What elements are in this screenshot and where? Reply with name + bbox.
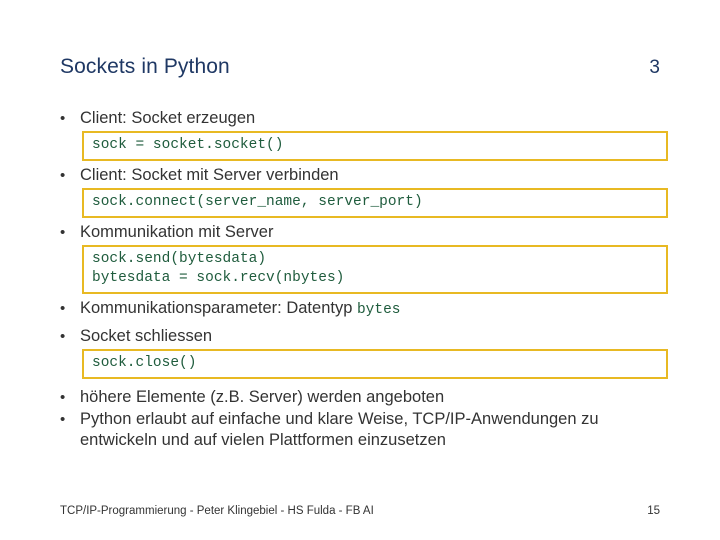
bullet-marker: • bbox=[60, 224, 66, 241]
list-item-label: Socket schliessen bbox=[80, 327, 213, 345]
page-title: Sockets in Python bbox=[60, 55, 230, 78]
list-item-label: Python erlaubt auf einfache und klare We… bbox=[80, 410, 599, 449]
code-line: sock.close() bbox=[92, 355, 197, 371]
list-item-label: Client: Socket erzeugen bbox=[80, 109, 256, 127]
footer-page-number: 15 bbox=[647, 505, 660, 517]
bullet-marker: • bbox=[60, 328, 66, 345]
code-line: sock.send(bytesdata) bbox=[92, 251, 267, 267]
list-item: • Socket schliessen bbox=[60, 326, 670, 347]
bullet-marker: • bbox=[60, 411, 66, 428]
list-item: • Kommunikation mit Server bbox=[60, 222, 670, 243]
inline-code: bytes bbox=[356, 302, 401, 318]
footer-text: TCP/IP-Programmierung - Peter Klingebiel… bbox=[60, 505, 374, 517]
code-block: sock.close() bbox=[82, 349, 668, 379]
list-item: • Kommunikationsparameter: Datentyp byte… bbox=[60, 298, 670, 321]
title-row: Sockets in Python 3 bbox=[60, 55, 660, 79]
list-item-label: höhere Elemente (z.B. Server) werden ang… bbox=[80, 388, 445, 406]
bullet-marker: • bbox=[60, 167, 66, 184]
code-block: sock = socket.socket() bbox=[82, 131, 668, 161]
list-item-text: Kommunikationsparameter: Datentyp bbox=[80, 299, 357, 317]
list-item-label: Kommunikation mit Server bbox=[80, 223, 274, 241]
list-item-label: Client: Socket mit Server verbinden bbox=[80, 166, 339, 184]
list-item: • Client: Socket mit Server verbinden bbox=[60, 165, 670, 186]
bullet-marker: • bbox=[60, 110, 66, 127]
slide-body: • Client: Socket erzeugen sock = socket.… bbox=[60, 108, 670, 452]
code-block: sock.connect(server_name, server_port) bbox=[82, 188, 668, 218]
list-item-label: Kommunikationsparameter: Datentyp bytes bbox=[80, 298, 670, 321]
code-line: bytesdata = sock.recv(nbytes) bbox=[92, 270, 345, 286]
list-item: • Python erlaubt auf einfache und klare … bbox=[60, 409, 670, 451]
slide-number-top: 3 bbox=[649, 57, 660, 78]
code-line: sock.connect(server_name, server_port) bbox=[92, 194, 423, 210]
list-item: • Client: Socket erzeugen bbox=[60, 108, 670, 129]
bullet-marker: • bbox=[60, 389, 66, 406]
bullet-marker: • bbox=[60, 300, 66, 317]
footer: TCP/IP-Programmierung - Peter Klingebiel… bbox=[60, 505, 660, 517]
list-item: • höhere Elemente (z.B. Server) werden a… bbox=[60, 387, 670, 408]
code-line: sock = socket.socket() bbox=[92, 137, 284, 153]
code-block: sock.send(bytesdata) bytesdata = sock.re… bbox=[82, 245, 668, 294]
